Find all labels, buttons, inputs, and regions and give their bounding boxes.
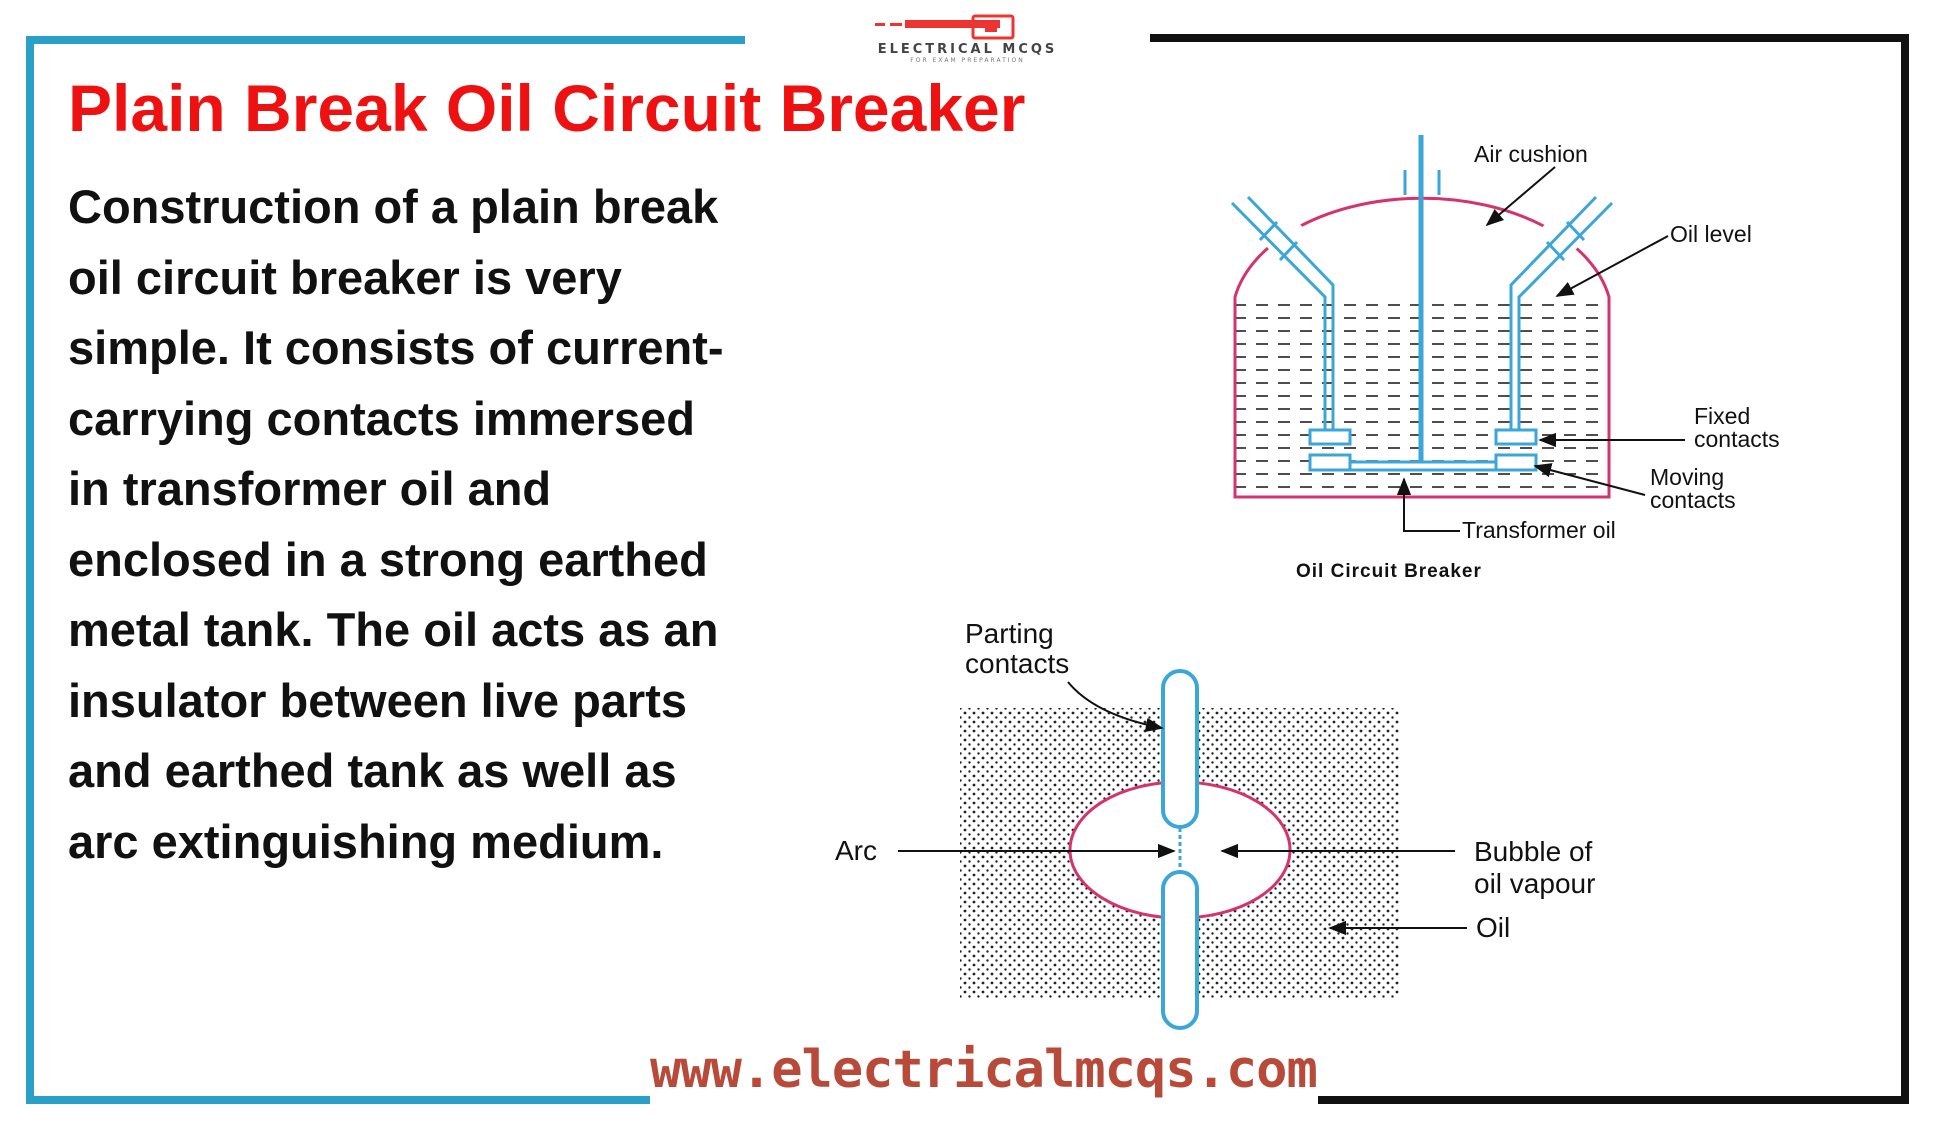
bushing-mark: [1545, 240, 1566, 262]
label-fixed-contacts: Fixed: [1694, 403, 1750, 429]
description-line: metal tank. The oil acts as an: [68, 603, 719, 656]
logo-mark-icon: [875, 14, 1015, 40]
description-line: Construction of a plain break: [68, 180, 719, 233]
label-moving-contacts: contacts: [1650, 487, 1736, 513]
tank-outline: [1233, 196, 1611, 499]
leader-air-cushion: [1485, 166, 1556, 227]
label-moving-contacts: Moving: [1650, 464, 1724, 490]
description-line: insulator between live parts: [68, 673, 688, 727]
leader-parting-contacts: [1067, 681, 1164, 732]
moving-contact-right: [1494, 453, 1538, 472]
label-oil: Oil: [1476, 912, 1510, 943]
label-arc: Arc: [835, 835, 877, 866]
label-parting-contacts: Parting: [965, 618, 1054, 649]
label-oil-level: Oil level: [1670, 221, 1752, 247]
fixed-contact-right: [1494, 428, 1538, 446]
description-line: and earthed tank as well as: [68, 744, 677, 797]
frame-black-border: [1150, 34, 1909, 1104]
bushing-mark: [1565, 220, 1586, 242]
fixed-contact-left: [1308, 428, 1352, 446]
leader-transformer-oil: [1396, 477, 1460, 532]
description-paragraph: Construction of a plain break oil circui…: [68, 172, 788, 877]
description-line: arc extinguishing medium.: [68, 814, 664, 868]
brand-logo: ELECTRICAL MCQS FOR EXAM PREPARATION: [795, 14, 1140, 66]
frame-cyan-border: [26, 36, 745, 1104]
diagram-caption: Oil Circuit Breaker: [1296, 561, 1482, 582]
description-line: in transformer oil and: [68, 462, 552, 515]
lower-parting-contact: [1161, 870, 1199, 1030]
label-air-cushion: Air cushion: [1474, 141, 1588, 167]
left-conductor: [1230, 201, 1327, 430]
label-fixed-contacts: contacts: [1694, 426, 1780, 452]
top-diagram: Air cushion Oil level Fixed contacts Mov…: [1230, 135, 1780, 582]
description-line: carrying contacts immersed: [68, 391, 695, 445]
description-line: enclosed in a strong earthed: [68, 532, 708, 586]
left-conductor: [1246, 195, 1335, 430]
page-title: Plain Break Oil Circuit Breaker: [68, 71, 1026, 145]
label-parting-contacts: contacts: [965, 648, 1069, 679]
description-line: simple. It consists of current-: [68, 321, 724, 374]
right-conductor: [1509, 195, 1598, 430]
label-bubble: oil vapour: [1474, 868, 1595, 899]
leader-oil-level: [1555, 235, 1669, 297]
bottom-diagram: Parting contacts Arc Bubble of oil vapou…: [835, 618, 1595, 1030]
right-conductor: [1517, 201, 1614, 430]
moving-contact-left: [1308, 453, 1352, 472]
bushing-mark: [1258, 220, 1279, 242]
label-bubble: Bubble of: [1474, 836, 1593, 867]
description-line: oil circuit breaker is very: [68, 250, 622, 304]
bushing-mark: [1278, 240, 1299, 262]
logo-name: ELECTRICAL MCQS: [877, 42, 1058, 57]
upper-parting-contact: [1161, 669, 1199, 829]
leader-moving-contacts: [1533, 463, 1646, 496]
website-url[interactable]: www.electricalmcqs.com: [650, 1040, 1318, 1100]
logo-tagline: FOR EXAM PREPARATION: [910, 57, 1025, 64]
label-transformer-oil: Transformer oil: [1462, 517, 1616, 543]
